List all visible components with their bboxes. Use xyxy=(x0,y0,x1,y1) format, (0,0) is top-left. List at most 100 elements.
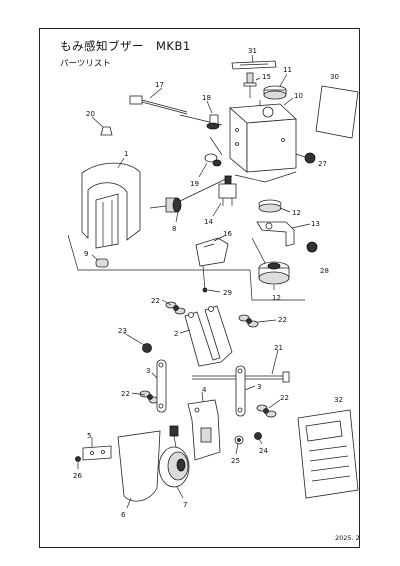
part-5-bracket xyxy=(82,445,112,461)
part-number-12: 12 xyxy=(272,294,281,302)
part-label-22c: 22 xyxy=(121,390,146,398)
part-label-3b: 3 xyxy=(244,383,261,391)
part-label-31: 31 xyxy=(248,47,257,63)
part-29-pin xyxy=(202,287,208,293)
part-label-2: 2 xyxy=(174,329,191,338)
part-label-12b: 12 xyxy=(272,285,281,302)
part-27-knob xyxy=(295,152,316,164)
part-label-9: 9 xyxy=(84,250,99,261)
part-number-13: 13 xyxy=(311,220,320,228)
part-number-22: 22 xyxy=(151,297,160,305)
part-label-10: 10 xyxy=(283,92,303,106)
part-number-12: 12 xyxy=(292,209,301,217)
part-number-7: 7 xyxy=(183,501,187,509)
part-label-23: 23 xyxy=(118,327,145,346)
part-number-10: 10 xyxy=(294,92,303,100)
part-16-mount xyxy=(195,237,229,267)
part-number-3: 3 xyxy=(146,367,150,375)
part-number-25: 25 xyxy=(231,457,240,465)
part-label-6: 6 xyxy=(121,497,132,519)
part-label-20: 20 xyxy=(86,110,104,128)
part-number-27: 27 xyxy=(318,160,327,168)
part-number-22: 22 xyxy=(121,390,130,398)
part-label-29: 29 xyxy=(207,289,232,297)
drawing-frame xyxy=(39,28,360,548)
part-label-7: 7 xyxy=(176,486,187,509)
part-number-26: 26 xyxy=(73,472,82,480)
part-13-bracket xyxy=(256,221,295,247)
part-22-wingnut xyxy=(238,314,259,328)
part-label-1: 1 xyxy=(117,150,128,169)
part-25-nut xyxy=(234,435,244,445)
page-title: もみ感知ブザー MKB1 xyxy=(60,39,191,53)
part-number-8: 8 xyxy=(172,225,176,233)
part-number-31: 31 xyxy=(248,47,257,55)
part-14-switch xyxy=(218,175,237,206)
part-number-29: 29 xyxy=(223,289,232,297)
part-number-23: 23 xyxy=(118,327,127,335)
part-3-link xyxy=(156,359,167,413)
part-label-19: 19 xyxy=(190,162,208,188)
part-number-4: 4 xyxy=(202,386,207,394)
page-subtitle: パーツリスト xyxy=(60,59,111,69)
part-number-6: 6 xyxy=(121,511,126,519)
part-number-28: 28 xyxy=(320,267,329,275)
part-12-ring xyxy=(258,199,282,213)
part-label-12a: 12 xyxy=(279,207,301,217)
part-26-screw xyxy=(75,456,81,462)
part-label-14: 14 xyxy=(204,202,222,226)
part-label-18: 18 xyxy=(202,94,213,114)
part-number-3: 3 xyxy=(257,383,261,391)
part-9-cylinder xyxy=(95,258,109,268)
part-label-11: 11 xyxy=(279,66,292,87)
part-20-cap xyxy=(100,126,113,136)
part-number-30: 30 xyxy=(330,73,339,81)
part-10-housing xyxy=(229,103,297,173)
part-number-11: 11 xyxy=(283,66,292,74)
part-number-1: 1 xyxy=(124,150,128,158)
part-label-16: 16 xyxy=(213,230,232,242)
revision-date: 2025. 2 xyxy=(335,534,360,542)
part-2-frame xyxy=(184,305,233,367)
part-label-13: 13 xyxy=(291,220,320,229)
part-number-18: 18 xyxy=(202,94,211,102)
part-number-2: 2 xyxy=(174,330,178,338)
part-number-5: 5 xyxy=(87,432,91,440)
part-11-cap xyxy=(263,85,287,100)
part-12-speaker xyxy=(258,261,290,285)
part-number-21: 21 xyxy=(274,344,283,352)
part-label-25: 25 xyxy=(231,443,240,465)
part-label-3a: 3 xyxy=(146,367,158,379)
part-number-15: 15 xyxy=(262,73,271,81)
part-number-22: 22 xyxy=(278,316,287,324)
part-23-nut xyxy=(142,343,152,353)
part-label-26: 26 xyxy=(73,462,82,480)
part-number-9: 9 xyxy=(84,250,88,258)
part-number-14: 14 xyxy=(204,218,213,226)
part-31-plate xyxy=(231,60,277,70)
part-18-knob xyxy=(206,114,220,130)
part-8-connector xyxy=(149,197,182,213)
part-label-32: 32 xyxy=(334,396,343,404)
part-label-24: 24 xyxy=(258,438,268,455)
part-label-22d: 22 xyxy=(268,394,289,409)
part-label-30: 30 xyxy=(330,73,339,81)
part-label-22a: 22 xyxy=(151,297,172,306)
part-15-bolt xyxy=(243,72,257,98)
part-number-20: 20 xyxy=(86,110,95,118)
part-label-17: 17 xyxy=(149,81,164,99)
part-24-nut xyxy=(254,432,262,440)
part-label-22b: 22 xyxy=(257,316,287,324)
part-number-16: 16 xyxy=(223,230,232,238)
part-1-bracket xyxy=(81,162,141,249)
part-label-8: 8 xyxy=(172,211,179,233)
part-number-19: 19 xyxy=(190,180,199,188)
part-3-link xyxy=(235,365,246,417)
part-label-28: 28 xyxy=(320,267,329,275)
part-19-clip xyxy=(204,153,222,167)
part-label-27: 27 xyxy=(318,160,327,168)
part-17-shaft xyxy=(129,95,188,115)
part-label-21: 21 xyxy=(271,344,283,375)
